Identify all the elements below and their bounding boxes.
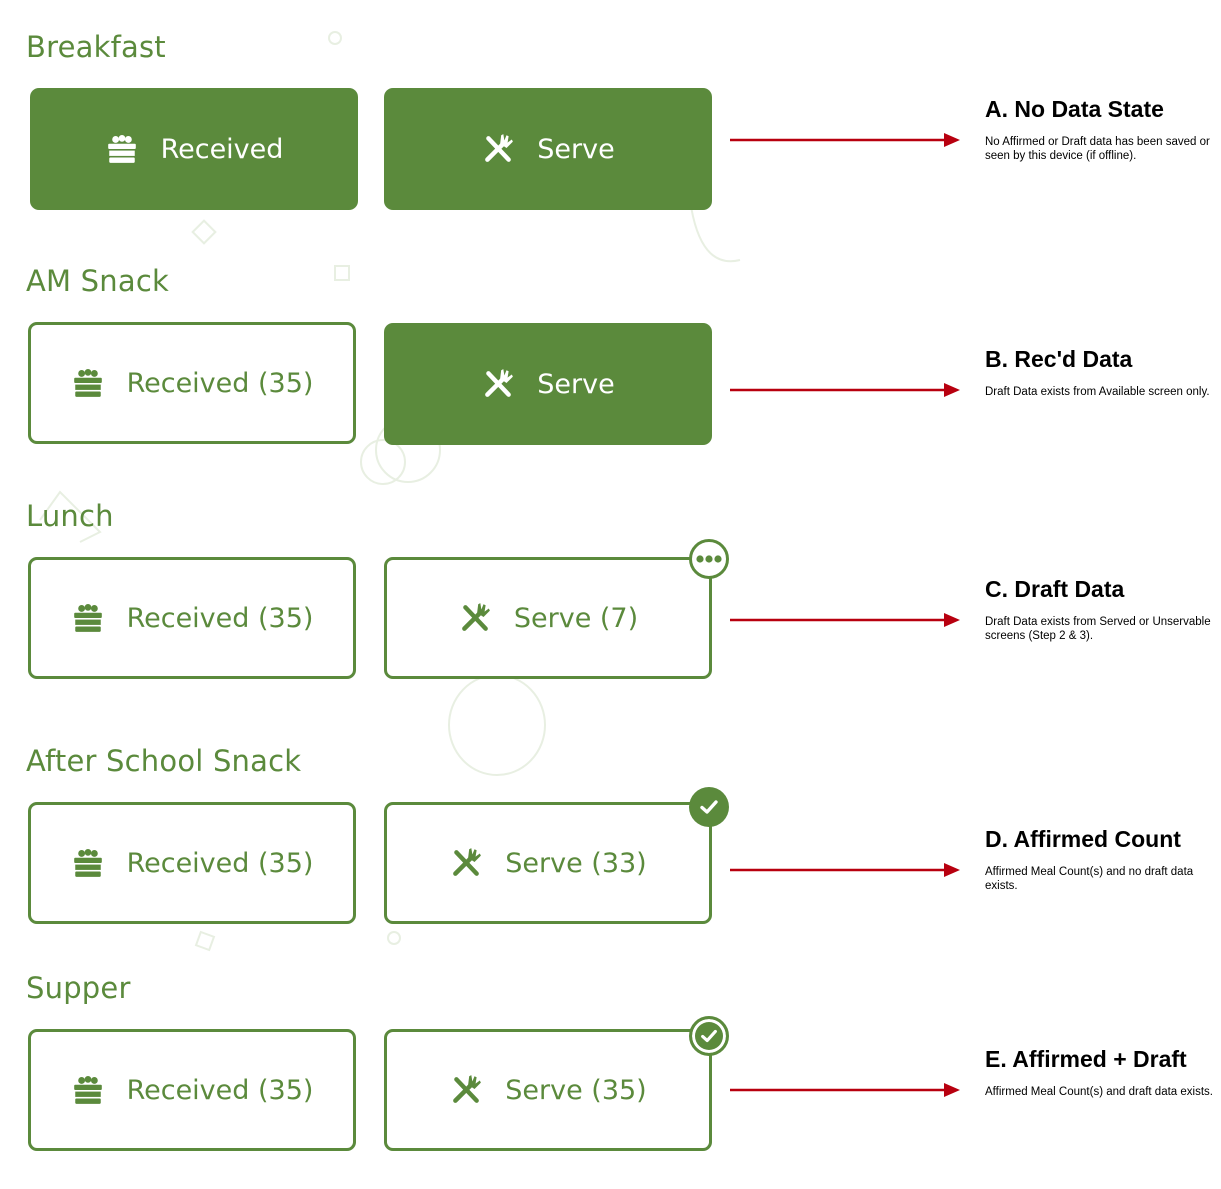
received-button[interactable]: Received (35) — [28, 322, 356, 444]
meal-title: Supper — [26, 971, 131, 1005]
meal-title: After School Snack — [26, 744, 302, 778]
received-button[interactable]: Received (35) — [28, 1029, 356, 1151]
serve-button-label: Serve (33) — [505, 847, 647, 879]
serve-button[interactable]: Serve — [384, 323, 712, 445]
serve-button[interactable]: Serve (7) — [384, 557, 712, 679]
received-button-label: Received — [160, 133, 284, 165]
draft-badge — [689, 539, 729, 579]
received-button-label: Received (35) — [126, 367, 314, 399]
state-note-title: A. No Data State — [985, 96, 1164, 122]
serve-button-label: Serve — [537, 368, 615, 400]
state-note-description: No Affirmed or Draft data has been saved… — [985, 136, 1210, 162]
pointer-arrow — [730, 1083, 960, 1097]
state-note-description: Draft Data exists from Served or Unserva… — [985, 616, 1211, 642]
meal-title: Breakfast — [26, 30, 166, 64]
state-note-title: B. Rec'd Data — [985, 346, 1133, 372]
serve-button[interactable]: Serve (33) — [384, 802, 712, 924]
serve-button-label: Serve (7) — [513, 602, 639, 634]
received-button-label: Received (35) — [126, 1074, 314, 1106]
state-note-title: E. Affirmed + Draft — [985, 1046, 1187, 1072]
fork-and-knife-icon — [481, 132, 515, 166]
state-note-c: C. Draft Data Draft Data exists from Ser… — [985, 576, 1215, 643]
serve-button[interactable]: Serve — [384, 88, 712, 210]
state-note-b: B. Rec'd Data Draft Data exists from Ava… — [985, 346, 1215, 399]
state-note-title: C. Draft Data — [985, 576, 1125, 602]
crate-of-apples-icon — [71, 846, 105, 880]
serve-button-label: Serve — [537, 133, 615, 165]
received-button-label: Received (35) — [126, 602, 314, 634]
received-button[interactable]: Received — [30, 88, 358, 210]
meal-title: AM Snack — [26, 264, 169, 298]
checkmark-icon — [700, 800, 718, 814]
state-note-title: D. Affirmed Count — [985, 826, 1181, 852]
pointer-arrow — [730, 383, 960, 397]
affirmed-draft-badge — [689, 1016, 729, 1056]
state-note-description: Affirmed Meal Count(s) and no draft data… — [985, 866, 1194, 892]
fork-and-knife-icon — [481, 367, 515, 401]
pointer-arrow — [730, 133, 960, 147]
crate-of-apples-icon — [71, 601, 105, 635]
state-note-e: E. Affirmed + Draft Affirmed Meal Count(… — [985, 1046, 1215, 1099]
fork-and-knife-icon — [458, 601, 492, 635]
received-button-label: Received (35) — [126, 847, 314, 879]
checkmark-icon — [701, 1029, 717, 1043]
crate-of-apples-icon — [71, 1073, 105, 1107]
crate-of-apples-icon — [105, 132, 139, 166]
fork-and-knife-icon — [449, 846, 483, 880]
state-note-d: D. Affirmed Count Affirmed Meal Count(s)… — [985, 826, 1215, 893]
serve-button[interactable]: Serve (35) — [384, 1029, 712, 1151]
received-button[interactable]: Received (35) — [28, 802, 356, 924]
state-note-a: A. No Data State No Affirmed or Draft da… — [985, 96, 1215, 163]
crate-of-apples-icon — [71, 366, 105, 400]
state-note-description: Draft Data exists from Available screen … — [985, 386, 1210, 398]
serve-button-label: Serve (35) — [505, 1074, 647, 1106]
pointer-arrow — [730, 863, 960, 877]
ellipsis-icon — [696, 555, 722, 563]
affirmed-badge — [689, 787, 729, 827]
pointer-arrow — [730, 613, 960, 627]
fork-and-knife-icon — [449, 1073, 483, 1107]
meal-title: Lunch — [26, 499, 114, 533]
received-button[interactable]: Received (35) — [28, 557, 356, 679]
state-note-description: Affirmed Meal Count(s) and draft data ex… — [985, 1086, 1213, 1098]
